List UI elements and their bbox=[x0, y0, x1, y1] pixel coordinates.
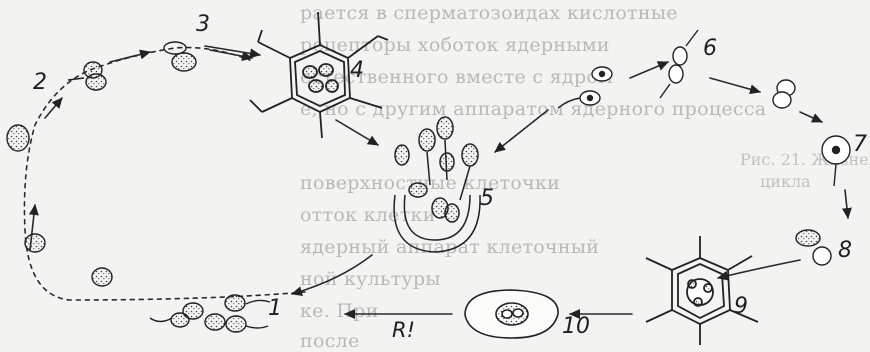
stage-2-cell bbox=[7, 62, 106, 151]
reduction-label: R! bbox=[392, 318, 415, 342]
arrow-6-to-7 bbox=[800, 112, 822, 122]
stage-label-6: 6 bbox=[703, 36, 717, 61]
arrow-4-to-5 bbox=[336, 120, 378, 145]
stage-10-cyst bbox=[465, 290, 558, 338]
stage-5-sporangium bbox=[394, 117, 480, 252]
stage-label-9: 9 bbox=[734, 294, 748, 319]
stage-label-8: 8 bbox=[838, 238, 852, 263]
arrow-to-5 bbox=[495, 110, 548, 152]
arrow bbox=[210, 50, 252, 58]
stage-label-4: 4 bbox=[350, 58, 364, 83]
arrow-6-path bbox=[710, 78, 760, 92]
stage-8-zygote-pair bbox=[796, 230, 831, 265]
stage-label-5: 5 bbox=[480, 186, 494, 211]
stage-label-1: 1 bbox=[268, 296, 282, 321]
stage-label-10: 10 bbox=[562, 314, 590, 339]
arrow-6-path bbox=[630, 62, 668, 78]
arrow-5-to-1 bbox=[292, 255, 372, 294]
stage-label-3: 3 bbox=[196, 12, 210, 37]
stage-7-zygote bbox=[822, 136, 850, 186]
stage-6-gametes bbox=[558, 30, 795, 108]
stage-1-zoospores bbox=[25, 234, 270, 332]
arrow bbox=[110, 52, 150, 62]
stage-label-2: 2 bbox=[33, 70, 47, 95]
stage-4-host-cell bbox=[250, 12, 388, 138]
arrow bbox=[45, 98, 62, 118]
cycle-route-left bbox=[24, 48, 305, 301]
stage-9-host-cell bbox=[646, 236, 758, 345]
stage-label-7: 7 bbox=[853, 132, 867, 157]
stage-3-cell bbox=[164, 42, 196, 71]
arrow-7-to-8 bbox=[845, 190, 848, 218]
